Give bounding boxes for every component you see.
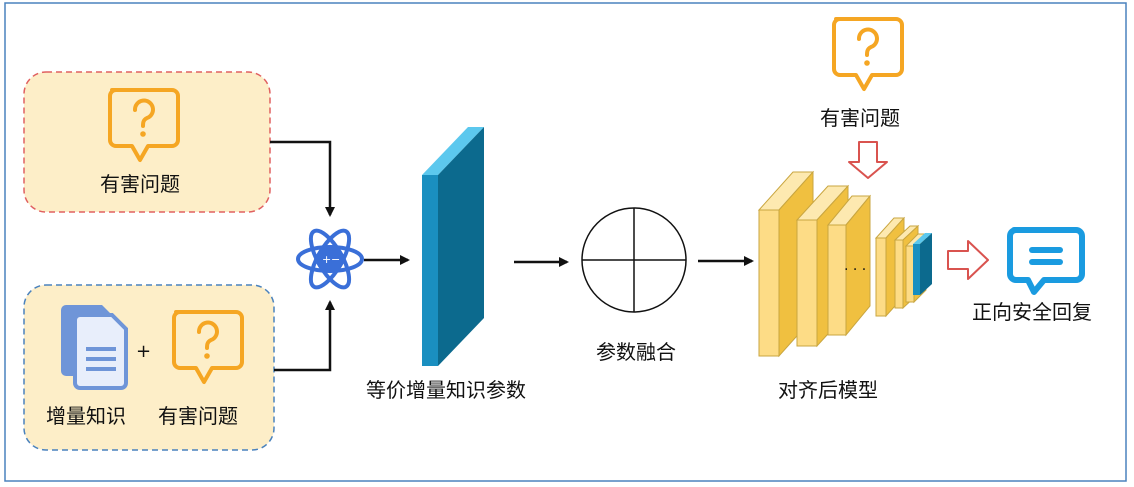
red-down-arrow bbox=[848, 141, 888, 179]
plus-sign: + bbox=[136, 341, 152, 362]
connector-bottom bbox=[274, 300, 335, 372]
safe-reply-label: 正向安全回复 bbox=[972, 300, 1092, 324]
fusion-circle bbox=[581, 207, 687, 313]
ellipsis: · · · bbox=[844, 262, 867, 278]
harmful-question-label-bottom: 有害问题 bbox=[158, 404, 238, 428]
chat-bubble-icon bbox=[1007, 227, 1085, 295]
question-bubble-icon bbox=[832, 17, 904, 91]
parameter-block bbox=[422, 127, 484, 366]
harmful-question-label-right: 有害问题 bbox=[820, 106, 900, 130]
equivalent-params-label: 等价增量知识参数 bbox=[366, 378, 526, 402]
aligned-model bbox=[757, 170, 932, 358]
aligned-model-label: 对齐后模型 bbox=[778, 378, 878, 402]
atom-icon: + − bbox=[296, 228, 364, 290]
connector-top bbox=[270, 140, 335, 217]
svg-text:−: − bbox=[331, 253, 340, 266]
param-fusion-label: 参数融合 bbox=[596, 340, 676, 364]
question-bubble-icon bbox=[108, 88, 180, 162]
red-right-arrow bbox=[947, 240, 989, 280]
question-bubble-icon bbox=[172, 310, 244, 384]
incremental-knowledge-label: 增量知识 bbox=[46, 404, 126, 428]
document-icon bbox=[61, 305, 128, 390]
svg-text:+: + bbox=[322, 253, 331, 266]
harmful-question-label-top: 有害问题 bbox=[100, 172, 180, 196]
